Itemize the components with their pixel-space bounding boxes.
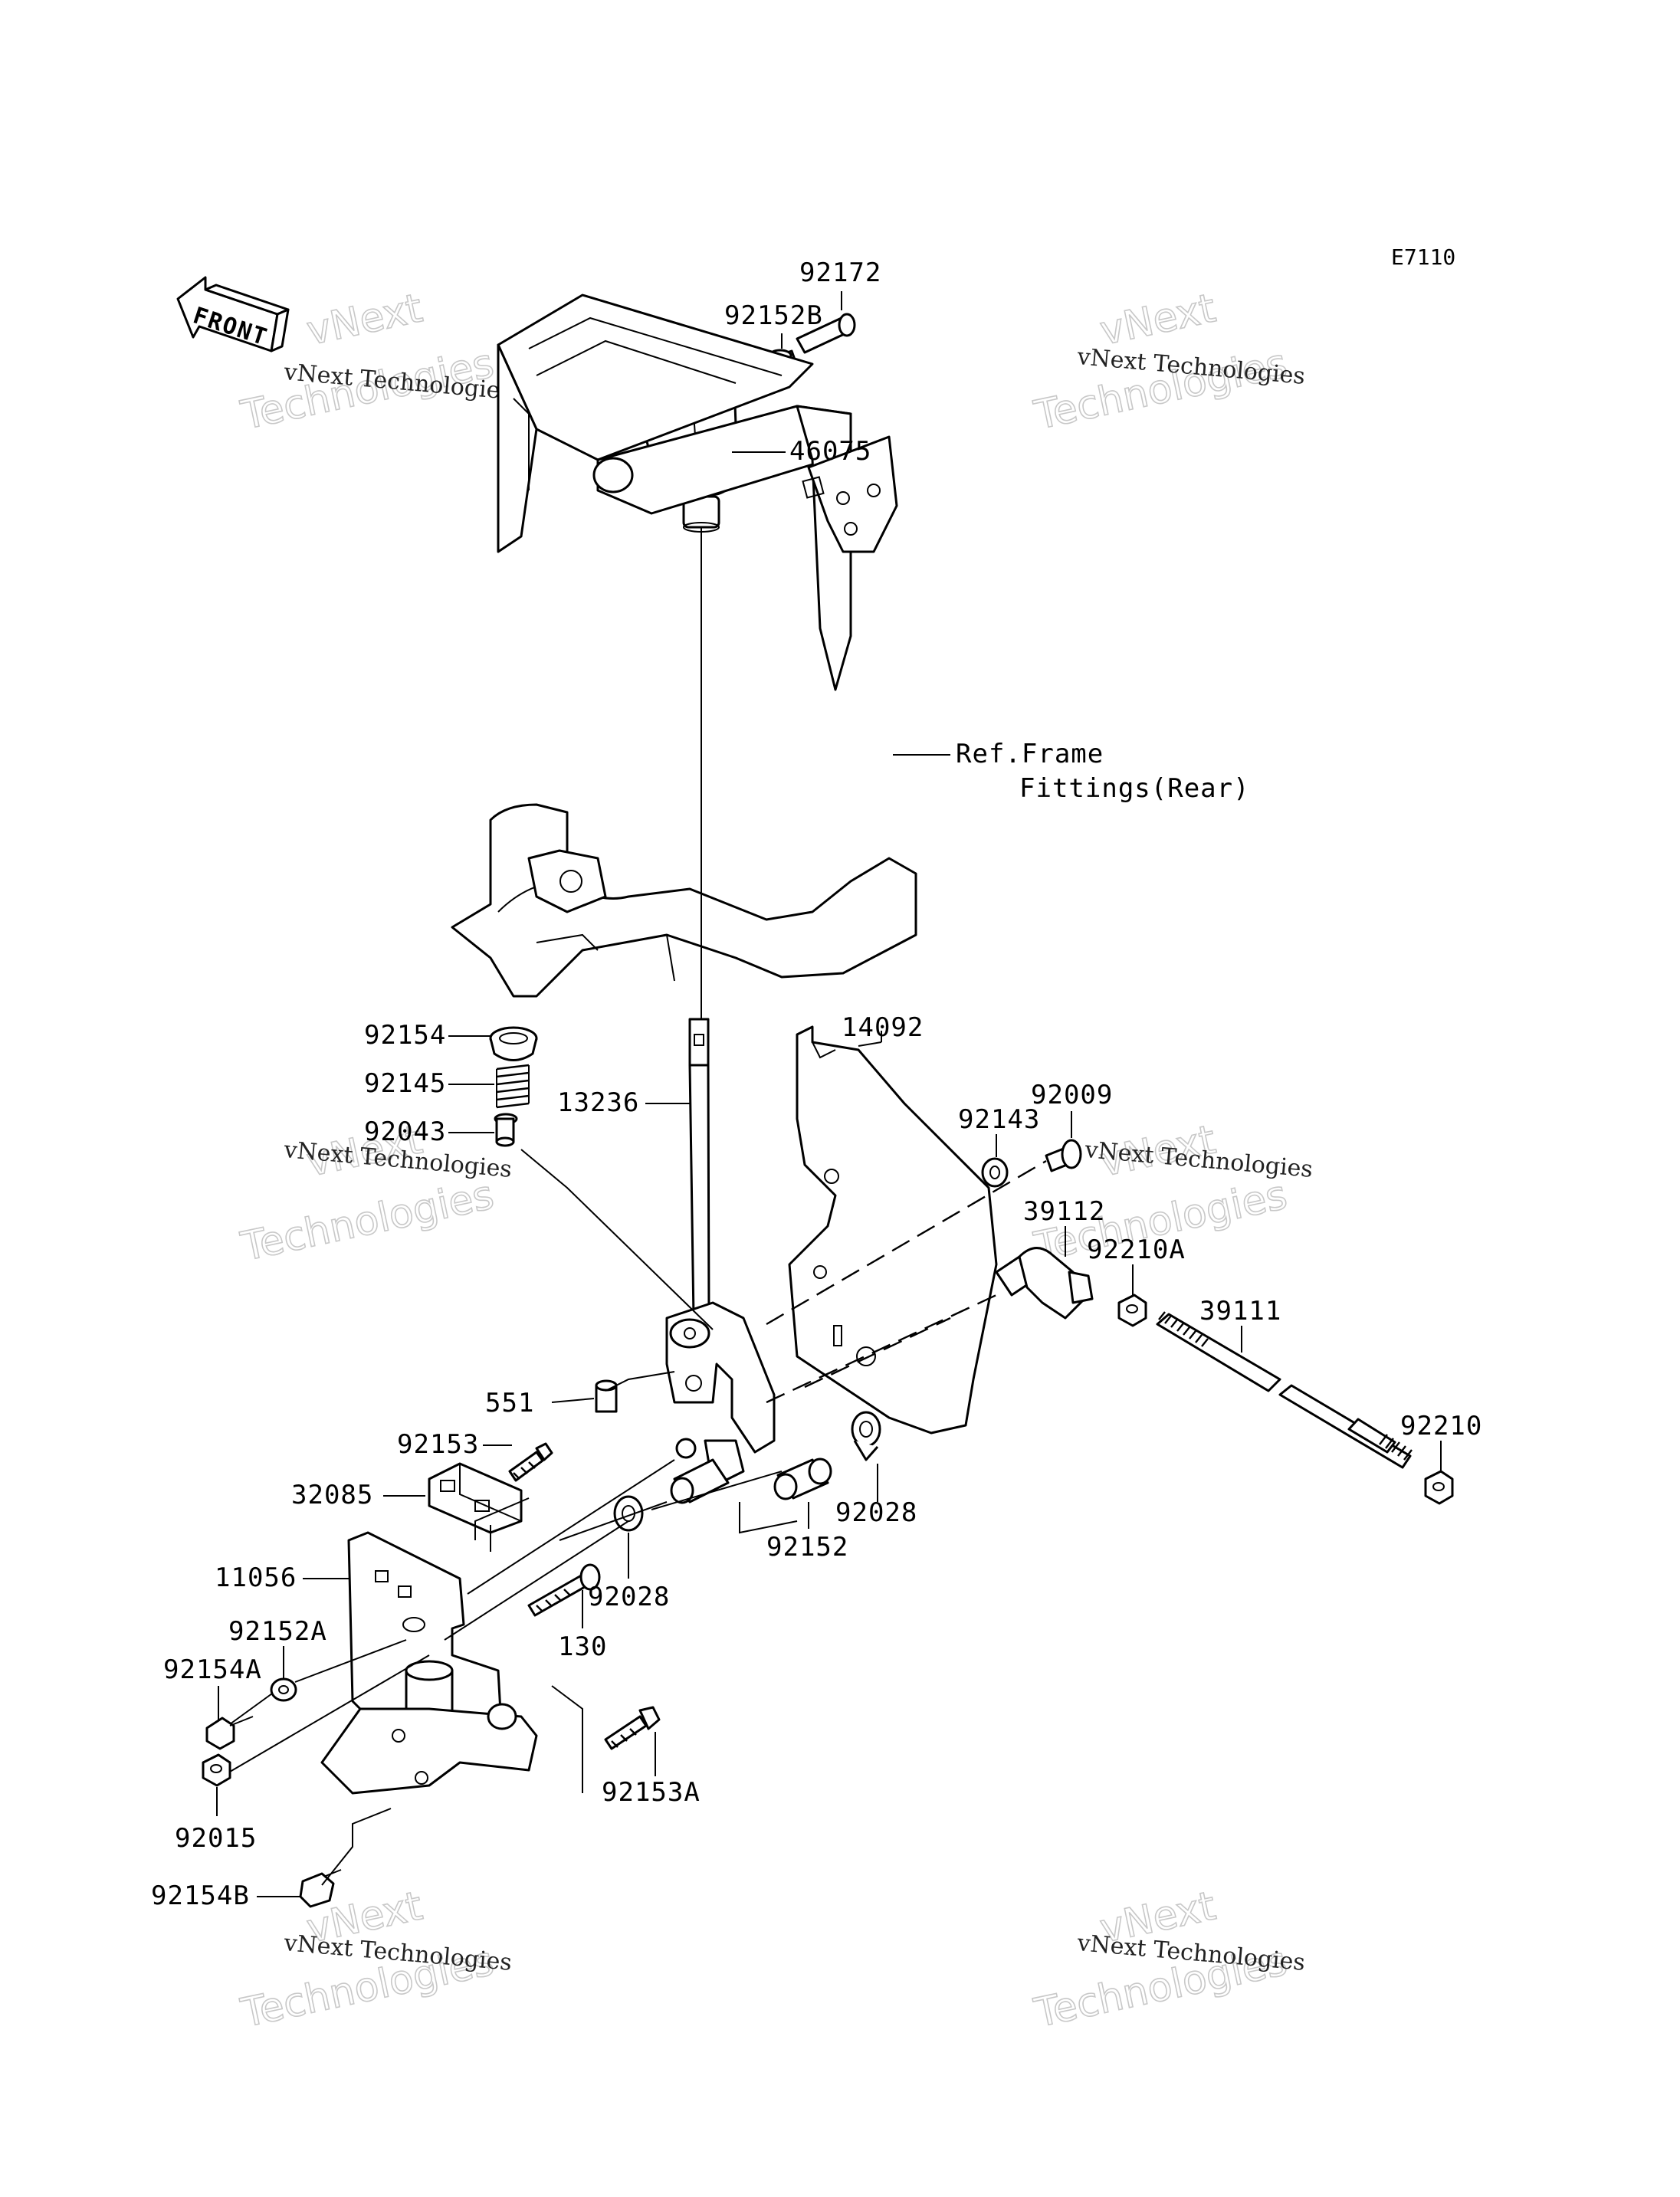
dash-line xyxy=(804,1317,951,1389)
washer-92152A xyxy=(270,1677,297,1702)
label-ref-frame: Ref.Frame xyxy=(956,739,1104,769)
label-92015: 92015 xyxy=(175,1823,257,1854)
assembly-lines xyxy=(229,1149,798,1886)
watermark-big-text: Technologies xyxy=(237,1172,497,1271)
label-92153A: 92153A xyxy=(602,1777,701,1808)
watermark-big-text: vNext xyxy=(303,285,426,354)
cap-92154 xyxy=(489,1026,538,1061)
label-92152A: 92152A xyxy=(228,1616,327,1647)
rod-end-39112 xyxy=(995,1247,1094,1320)
label-92210A: 92210A xyxy=(1087,1235,1186,1265)
block-32085 xyxy=(428,1462,523,1534)
bushing-92028-right xyxy=(851,1411,881,1461)
pin-551 xyxy=(595,1379,618,1413)
label-92172: 92172 xyxy=(799,257,881,288)
label-13236: 13236 xyxy=(557,1087,639,1118)
label-92145: 92145 xyxy=(364,1068,446,1099)
washer-92143 xyxy=(981,1157,1009,1188)
label-39111: 39111 xyxy=(1199,1296,1281,1326)
collar-lever xyxy=(670,1458,730,1504)
dash-line xyxy=(766,1159,1047,1326)
screw-92172 xyxy=(796,313,856,354)
frame-fittings-rear xyxy=(451,293,917,998)
nut-92210 xyxy=(1424,1470,1454,1505)
label-46075: 46075 xyxy=(789,436,871,467)
dash-line xyxy=(766,1294,997,1404)
label-92009: 92009 xyxy=(1031,1080,1113,1110)
rod-39111 xyxy=(1156,1311,1413,1469)
diagram-code: E7110 xyxy=(1391,244,1455,270)
lever-assembly xyxy=(665,1301,776,1488)
label-92043: 92043 xyxy=(364,1117,446,1147)
label-92154B: 92154B xyxy=(151,1881,250,1911)
bracket-11056 xyxy=(320,1531,538,1795)
label-92154A: 92154A xyxy=(163,1654,262,1685)
label-130: 130 xyxy=(558,1631,607,1662)
label-551: 551 xyxy=(485,1388,534,1418)
watermark-bottom-left: vNext Technologies vNext Technologies xyxy=(236,1883,513,2038)
bolt-92154A xyxy=(205,1716,254,1750)
label-92154: 92154 xyxy=(364,1020,446,1051)
nut-92210A xyxy=(1117,1294,1147,1327)
pin-92043 xyxy=(494,1113,518,1147)
label-ref-fittings: Fittings(Rear) xyxy=(1019,773,1250,804)
label-92153: 92153 xyxy=(397,1429,479,1460)
label-92028-right: 92028 xyxy=(835,1497,917,1528)
cover-plate-14092 xyxy=(788,1025,998,1435)
watermark-big-text: vNext xyxy=(1096,285,1219,354)
watermark-top-right: vNext Technologies vNext Technologies xyxy=(1029,285,1306,440)
collar-92152 xyxy=(773,1458,832,1500)
label-39112: 39112 xyxy=(1023,1196,1105,1227)
part-labels: 92172 92152B 46075 Ref.Frame Fittings(Re… xyxy=(151,257,1482,1911)
label-92210: 92210 xyxy=(1400,1411,1482,1441)
watermark-bottom-right: vNext Technologies vNext Technologies xyxy=(1029,1883,1306,2038)
bushing-92028-left xyxy=(613,1495,644,1532)
nut-92015 xyxy=(202,1753,231,1787)
front-arrow-icon: FRONT xyxy=(176,276,290,353)
label-32085: 32085 xyxy=(291,1480,373,1510)
label-92028-left: 92028 xyxy=(588,1582,670,1612)
spring-92145 xyxy=(496,1064,530,1109)
label-92152: 92152 xyxy=(766,1532,848,1562)
label-14092: 14092 xyxy=(842,1012,924,1043)
label-92152B: 92152B xyxy=(724,300,823,331)
label-11056: 11056 xyxy=(215,1562,297,1593)
bolt-92153A xyxy=(604,1706,661,1750)
bolt-130 xyxy=(527,1563,601,1617)
screw-92009 xyxy=(1045,1139,1082,1172)
bolt-92153 xyxy=(508,1442,553,1482)
leader-lines xyxy=(216,291,1442,1897)
label-92143: 92143 xyxy=(958,1104,1040,1135)
